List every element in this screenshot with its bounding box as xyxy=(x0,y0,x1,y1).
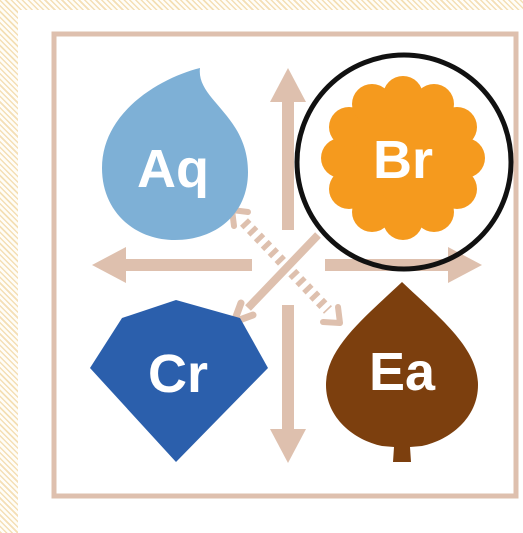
gem-icon xyxy=(90,300,268,462)
quadrant-label-aq: Aq xyxy=(137,139,209,199)
arrow-left-head xyxy=(92,247,126,283)
quadrant-cr: Cr xyxy=(90,300,268,462)
arrow-up-head xyxy=(270,68,306,102)
quadrant-label-br: Br xyxy=(373,130,433,190)
quadrant-aq: Aq xyxy=(102,68,248,240)
diagonal-arrow-br-cr xyxy=(230,232,321,326)
droplet-icon xyxy=(102,68,248,240)
arrow-down-head xyxy=(270,429,306,463)
quadrant-br: Br xyxy=(321,76,485,240)
leaf-icon xyxy=(326,282,478,462)
arrow-left-shaft xyxy=(122,259,252,271)
diagram-frame xyxy=(51,31,519,499)
arrow-up-shaft xyxy=(282,98,294,230)
flower-icon xyxy=(321,76,485,240)
quadrant-label-ea: Ea xyxy=(369,342,436,402)
quadrant-ea: Ea xyxy=(326,282,478,462)
arrow-down-shaft xyxy=(282,305,294,433)
quadrant-label-cr: Cr xyxy=(148,344,208,404)
highlight-ring xyxy=(294,52,514,272)
